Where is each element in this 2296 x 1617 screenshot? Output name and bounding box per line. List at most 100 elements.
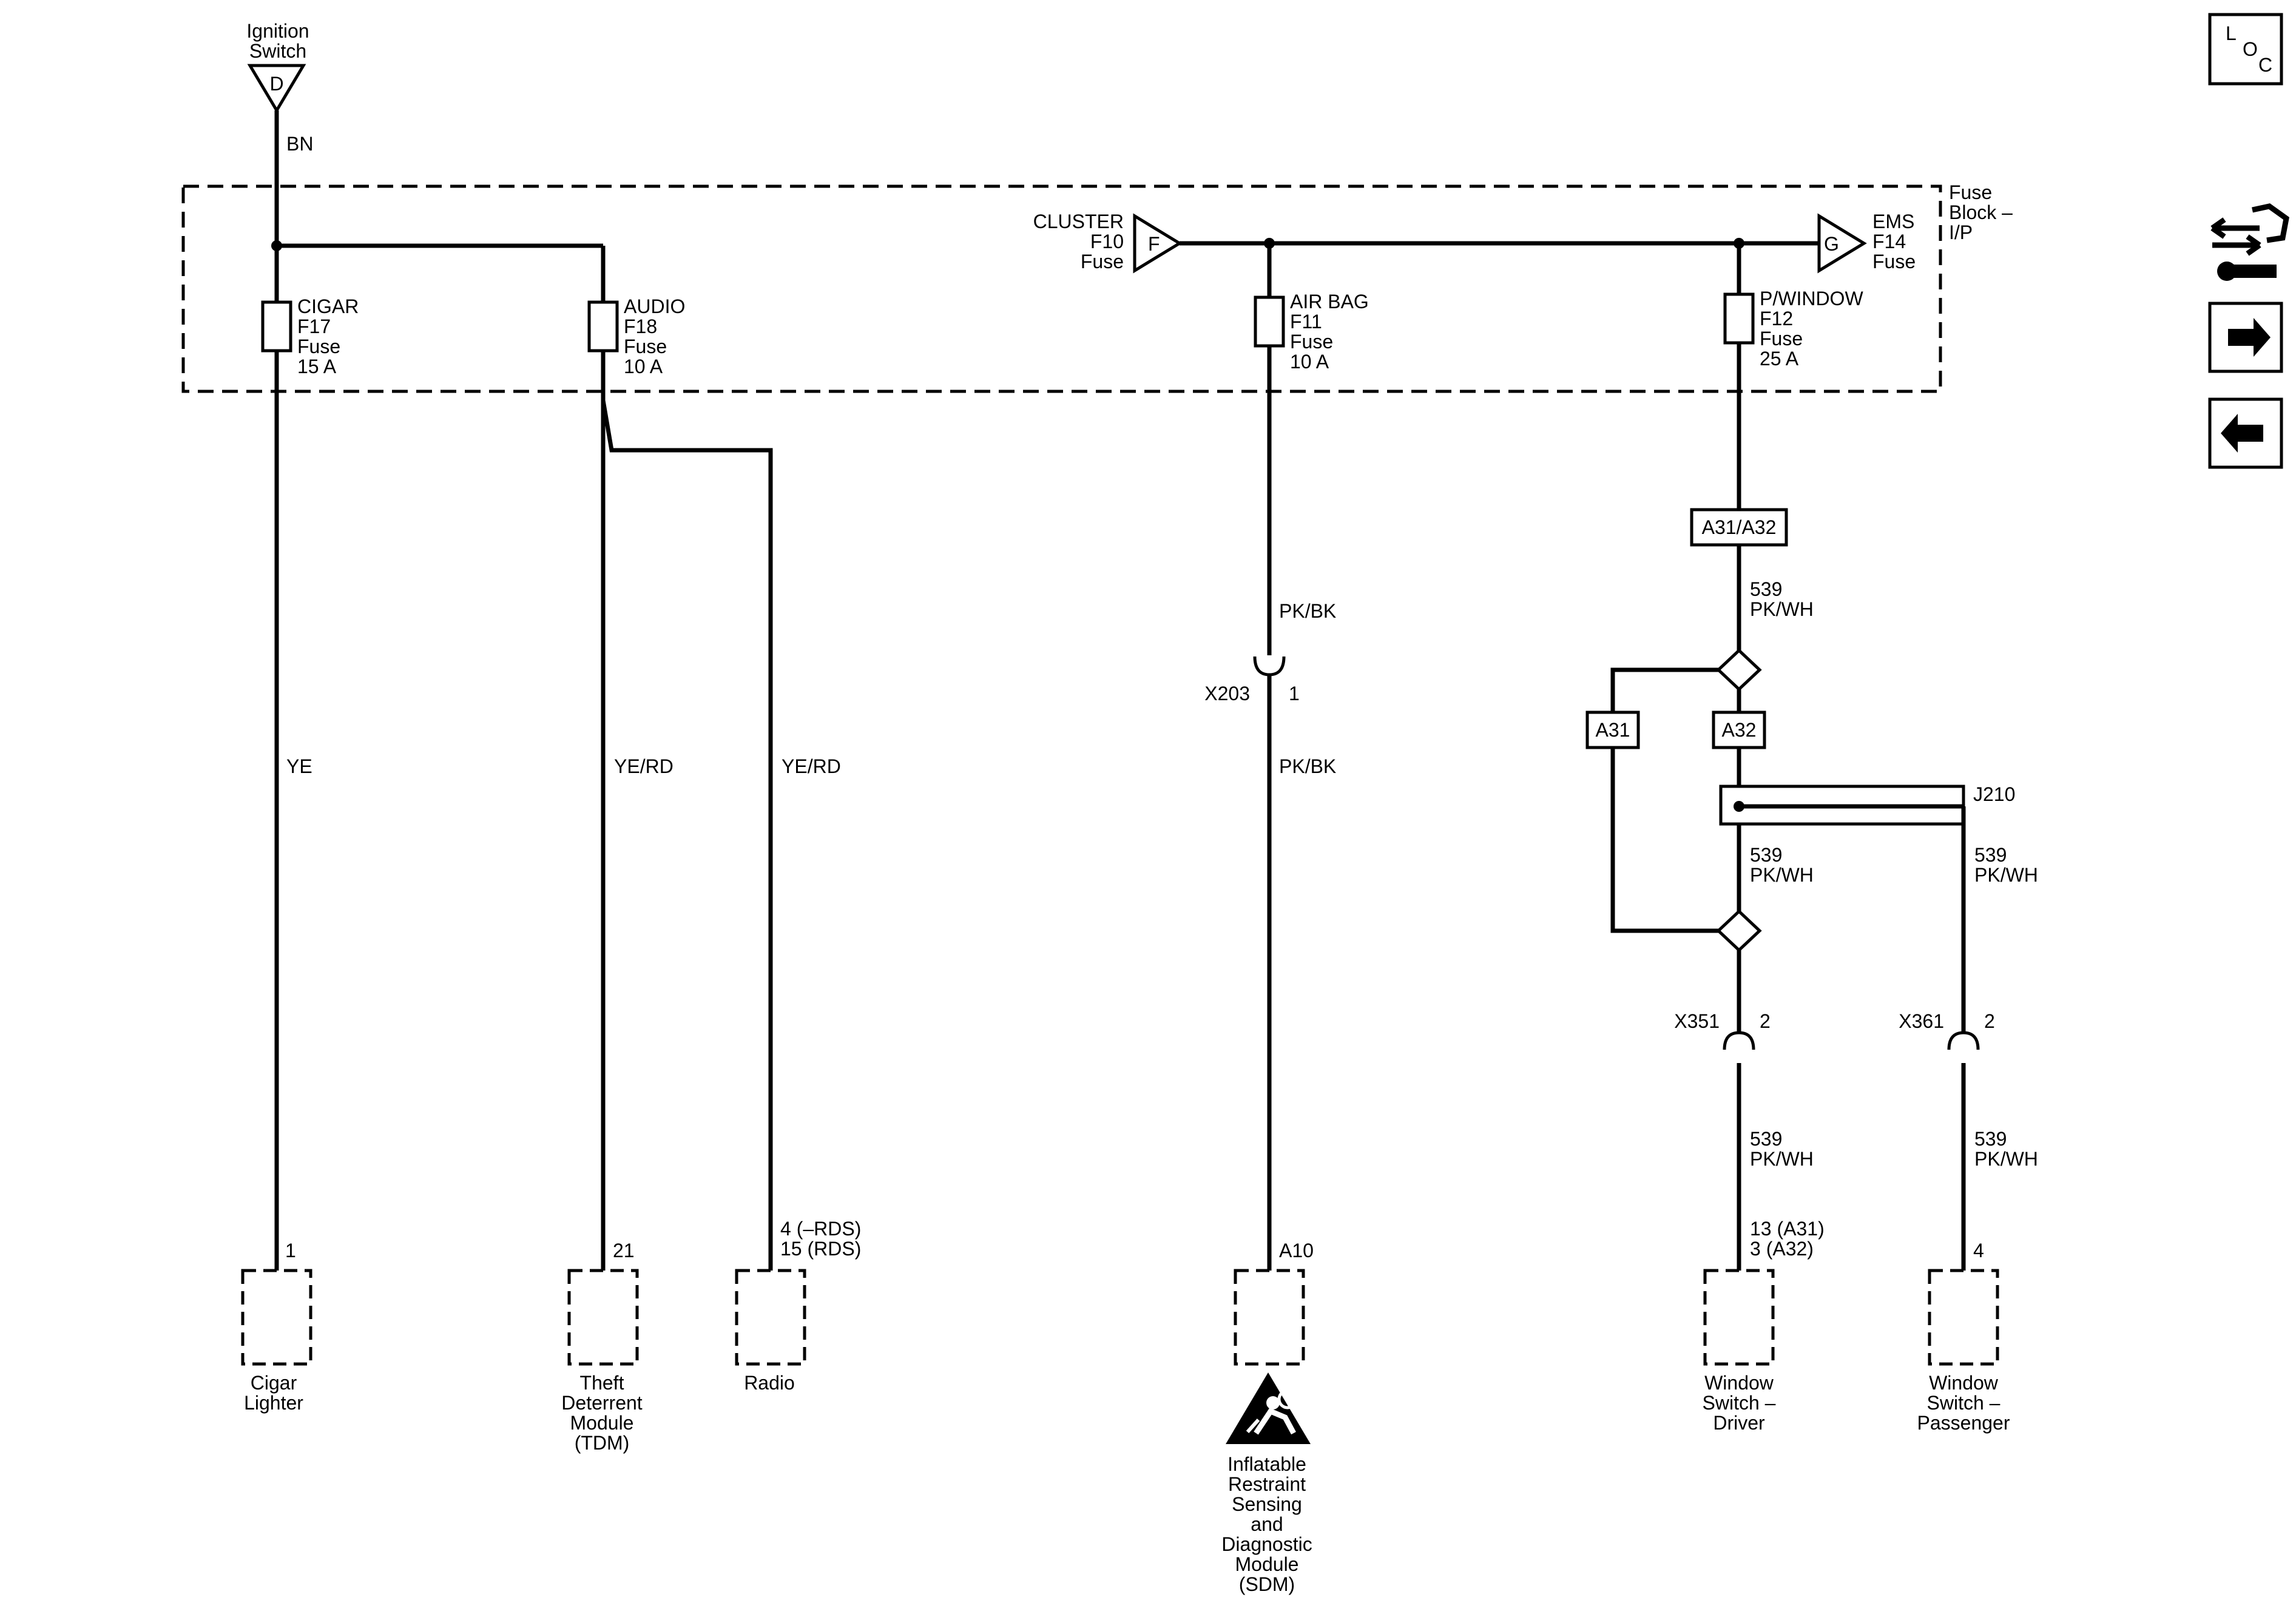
component-window-switch-driver: 13 (A31) 3 (A32) Window Switch – Driver [1703, 1218, 1825, 1434]
option-label-a32: A32 [1722, 719, 1757, 741]
option-label-a31-a32: A31/A32 [1702, 516, 1777, 538]
fuse-block-label-1: Fuse [1949, 181, 1992, 203]
fuse-airbag-id: F11 [1290, 311, 1322, 333]
cluster-triangle [1133, 213, 1183, 274]
loc-letter-l: L [2226, 22, 2237, 44]
ems-label-3: Fuse [1872, 251, 1916, 272]
component-driver-line2: Switch – [1703, 1392, 1776, 1414]
component-sdm-line6: Module [1235, 1553, 1299, 1575]
fuse-audio-name: AUDIO [624, 295, 685, 317]
wire-color-radio: YE/RD [782, 755, 841, 777]
option-diamond-lower [1716, 909, 1762, 953]
component-box-sdm [1234, 1269, 1305, 1366]
fuse-block-label-2: Block – [1949, 201, 2013, 223]
wire-pass-mid-circuit: 539 [1974, 844, 2007, 866]
loc-button[interactable]: L O C [2208, 13, 2283, 86]
wire-radio [601, 400, 773, 1271]
option-box-a31 [1585, 711, 1640, 749]
connector-tool-icon[interactable] [2210, 203, 2289, 281]
connector-x361-id: X361 [1899, 1010, 1944, 1032]
fuse-cigar-rating: 15 A [297, 356, 337, 377]
ems-triangle [1817, 213, 1867, 274]
ems-source: G EMS F14 Fuse [1817, 211, 1916, 274]
wire-color-tdm: YE/RD [614, 755, 674, 777]
loc-letter-c: C [2258, 54, 2272, 76]
fuse-cigar [261, 300, 292, 353]
fuse-cigar-name: CIGAR [297, 295, 359, 317]
fuse-airbag [1254, 295, 1285, 348]
component-passenger-line2: Switch – [1927, 1392, 2001, 1414]
wire-color-cigar: YE [286, 755, 312, 777]
fuse-cigar-id: F17 [297, 316, 331, 337]
wire-a31-branch [1610, 748, 1718, 933]
pin-tdm: 21 [613, 1240, 635, 1261]
fuse-airbag-type: Fuse [1290, 331, 1333, 353]
component-passenger-line1: Window [1929, 1372, 1999, 1394]
splice-dot-j210 [1734, 801, 1744, 812]
fuse-airbag-label: AIR BAG F11 Fuse 10 A [1290, 291, 1369, 373]
component-cigar-line1: Cigar [251, 1372, 297, 1394]
connector-x351-female [1723, 1031, 1755, 1050]
connector-x361-female [1947, 1031, 1980, 1050]
component-sdm-line2: Restraint [1228, 1473, 1306, 1495]
splice-bar-j210 [1739, 804, 1966, 824]
ems-label-1: EMS [1872, 211, 1914, 232]
wire-color-airbag-lower: PK/BK [1279, 755, 1336, 777]
cluster-source: CLUSTER F10 Fuse F [1033, 211, 1183, 274]
wire-pw-mid-circuit: 539 [1750, 844, 1782, 866]
fuse-audio-id: F18 [624, 316, 657, 337]
wire-pw-upper-color: PK/WH [1750, 598, 1814, 620]
wire-pass-mid-color: PK/WH [1974, 864, 2038, 886]
component-sdm-line7: (SDM) [1239, 1573, 1295, 1595]
arrow-left-icon[interactable] [2208, 397, 2283, 469]
component-sdm-line4: and [1251, 1513, 1283, 1535]
arrow-right-icon[interactable] [2208, 302, 2283, 373]
connector-x203-id: X203 [1204, 683, 1250, 704]
fuse-audio-label: AUDIO F18 Fuse 10 A [624, 295, 685, 377]
fuse-audio [587, 300, 619, 353]
option-box-a31-a32 [1690, 508, 1788, 547]
component-passenger-line3: Passenger [1917, 1412, 2010, 1434]
wire-driver-lower-circuit: 539 [1750, 1128, 1782, 1150]
airbag-warning-icon [1226, 1372, 1311, 1444]
connector-x351-pin-label: 2 [1760, 1010, 1771, 1032]
fuse-pwindow-type: Fuse [1760, 328, 1803, 349]
ignition-label-1: Ignition [246, 20, 309, 42]
component-box-passenger [1928, 1269, 1999, 1366]
component-tdm-line4: (TDM) [575, 1432, 630, 1454]
fuse-pwindow-label: P/WINDOW F12 Fuse 25 A [1760, 288, 1863, 370]
fuse-airbag-name: AIR BAG [1290, 291, 1369, 312]
pin-sdm: A10 [1279, 1240, 1314, 1261]
pin-driver-2: 3 (A32) [1750, 1238, 1814, 1260]
component-sdm: A10 Inflatable Restraint Sensing and Dia… [1221, 1240, 1314, 1595]
connector-x203-pin-label: 1 [1289, 683, 1300, 704]
loc-letter-o: O [2243, 38, 2258, 60]
component-box-driver [1703, 1269, 1775, 1366]
connector-x361-pin-label: 2 [1984, 1010, 1995, 1032]
component-tdm: 21 Theft Deterrent Module (TDM) [561, 1240, 643, 1454]
option-diamond-upper [1716, 648, 1762, 692]
cluster-letter: F [1148, 233, 1160, 255]
component-cigar-lighter: 1 Cigar Lighter [241, 1240, 312, 1414]
cluster-label-2: F10 [1090, 231, 1124, 252]
ignition-triangle [247, 64, 306, 113]
ignition-label-2: Switch [249, 40, 306, 62]
pin-driver-1: 13 (A31) [1750, 1218, 1825, 1240]
ems-label-2: F14 [1872, 231, 1906, 252]
ignition-bus [274, 110, 603, 248]
wire-pw-upper-circuit: 539 [1750, 578, 1782, 600]
component-box-tdm [567, 1269, 639, 1366]
fuse-audio-rating: 10 A [624, 356, 663, 377]
component-driver-line3: Driver [1713, 1412, 1765, 1434]
ignition-switch-source: Ignition Switch D BN [246, 20, 313, 155]
splice-label-j210: J210 [1973, 783, 2015, 805]
pin-cigar: 1 [285, 1240, 296, 1261]
pin-radio-2: 15 (RDS) [780, 1238, 861, 1260]
component-driver-line1: Window [1704, 1372, 1774, 1394]
component-radio-line1: Radio [744, 1372, 795, 1394]
ems-letter: G [1824, 233, 1839, 255]
component-box-radio [735, 1269, 806, 1366]
wire-pass-lower-color: PK/WH [1974, 1148, 2038, 1170]
fuse-airbag-rating: 10 A [1290, 351, 1329, 373]
